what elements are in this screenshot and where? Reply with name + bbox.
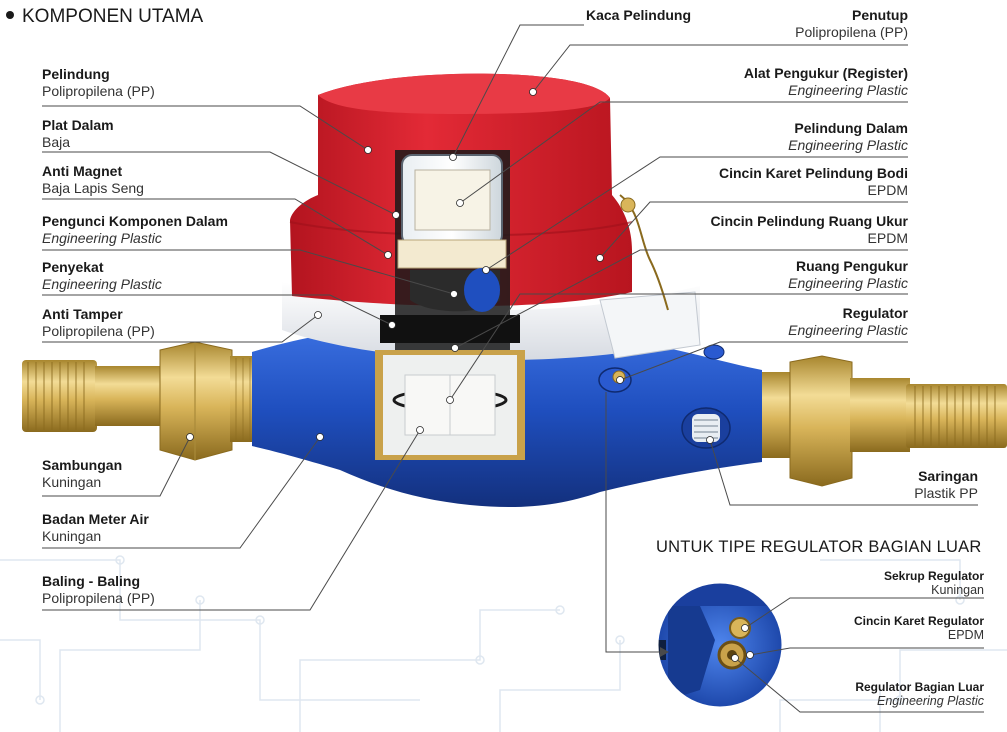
- label-name: Anti Magnet: [42, 163, 123, 179]
- label-saringan: Saringan Plastik PP: [914, 468, 978, 502]
- label-plat-dalam: Plat Dalam Baja: [42, 117, 114, 151]
- label-penyekat: Penyekat Engineering Plastic: [42, 259, 162, 293]
- label-pengunci-komponen-dalam: Pengunci Komponen Dalam Engineering Plas…: [42, 213, 228, 247]
- label-cincin-karet-pelindung-bodi: Cincin Karet Pelindung Bodi EPDM: [719, 165, 908, 199]
- label-material: Plastik PP: [914, 484, 978, 501]
- label-name: Penyekat: [42, 259, 104, 275]
- label-regulator: Regulator Engineering Plastic: [788, 305, 908, 339]
- label-name: Badan Meter Air: [42, 511, 149, 527]
- label-name: Plat Dalam: [42, 117, 114, 133]
- label-kaca-pelindung: Kaca Pelindung: [586, 7, 691, 24]
- label-material: Engineering Plastic: [788, 321, 908, 338]
- bullet-dot: [6, 10, 14, 19]
- label-material: Engineering Plastic: [876, 694, 984, 709]
- right-brass-connector: [755, 355, 1007, 487]
- label-name: Cincin Karet Regulator: [853, 614, 984, 628]
- label-badan-meter-air: Badan Meter Air Kuningan: [42, 511, 149, 545]
- label-name: Kaca Pelindung: [586, 7, 692, 23]
- circuit-background: [0, 555, 1007, 732]
- label-material: EPDM: [947, 628, 984, 643]
- external-regulator-inset: [655, 580, 785, 710]
- label-regulator-bagian-luar: Regulator Bagian Luar Engineering Plasti…: [855, 680, 984, 709]
- title-text: KOMPONEN UTAMA: [22, 6, 204, 27]
- label-material: Polipropilena (PP): [42, 322, 155, 339]
- label-material: Polipropilena (PP): [42, 589, 155, 606]
- label-name: Saringan: [918, 468, 978, 484]
- label-pelindung: Pelindung Polipropilena (PP): [42, 66, 155, 100]
- label-name: Cincin Pelindung Ruang Ukur: [710, 213, 908, 229]
- cutaway-section: [375, 150, 525, 460]
- label-baling-baling: Baling - Baling Polipropilena (PP): [42, 573, 155, 607]
- label-material: Kuningan: [42, 527, 102, 544]
- label-name: Baling - Baling: [42, 573, 140, 589]
- label-name: Penutup: [852, 7, 908, 23]
- label-name: Pengunci Komponen Dalam: [42, 213, 228, 229]
- label-pelindung-dalam: Pelindung Dalam Engineering Plastic: [788, 120, 908, 154]
- label-cincin-pelindung-ruang-ukur: Cincin Pelindung Ruang Ukur EPDM: [710, 213, 908, 247]
- label-name: Sambungan: [42, 457, 123, 473]
- label-ruang-pengukur: Ruang Pengukur Engineering Plastic: [788, 258, 908, 292]
- label-anti-tamper: Anti Tamper Polipropilena (PP): [42, 306, 155, 340]
- label-material: Kuningan: [42, 473, 102, 490]
- label-material: Engineering Plastic: [42, 229, 162, 246]
- label-sekrup-regulator: Sekrup Regulator Kuningan: [884, 569, 984, 598]
- label-alat-pengukur: Alat Pengukur (Register) Engineering Pla…: [744, 65, 908, 99]
- marker-dots: [186, 88, 754, 662]
- label-cincin-karet-regulator: Cincin Karet Regulator EPDM: [854, 614, 984, 643]
- label-material: EPDM: [867, 229, 908, 246]
- label-material: Kuningan: [931, 583, 984, 598]
- label-name: Cincin Karet Pelindung Bodi: [718, 165, 908, 181]
- label-material: Engineering Plastic: [788, 136, 908, 153]
- label-name: Pelindung Dalam: [794, 120, 908, 136]
- label-name: Sekrup Regulator: [883, 569, 984, 583]
- label-sambungan: Sambungan Kuningan: [42, 457, 122, 491]
- label-name: Alat Pengukur (Register): [743, 65, 908, 81]
- label-name: Regulator Bagian Luar: [855, 680, 984, 694]
- diagram-title: KOMPONEN UTAMA: [6, 6, 203, 28]
- label-material: Engineering Plastic: [42, 275, 162, 292]
- label-name: Pelindung: [42, 66, 110, 82]
- left-brass-connector: [22, 341, 260, 461]
- label-material: Baja Lapis Seng: [42, 179, 144, 196]
- label-material: Engineering Plastic: [788, 81, 908, 98]
- inset-subtitle: UNTUK TIPE REGULATOR BAGIAN LUAR: [656, 538, 982, 556]
- label-name: Regulator: [842, 305, 908, 321]
- label-material: Engineering Plastic: [788, 274, 908, 291]
- label-material: Baja: [42, 133, 71, 150]
- label-material: EPDM: [867, 181, 908, 198]
- label-name: Ruang Pengukur: [795, 258, 908, 274]
- label-anti-magnet: Anti Magnet Baja Lapis Seng: [42, 163, 144, 197]
- label-penutup: Penutup Polipropilena (PP): [795, 7, 908, 41]
- label-material: Polipropilena (PP): [795, 23, 908, 40]
- leader-lines: [42, 24, 984, 713]
- label-name: Anti Tamper: [42, 306, 123, 322]
- label-material: Polipropilena (PP): [42, 82, 155, 99]
